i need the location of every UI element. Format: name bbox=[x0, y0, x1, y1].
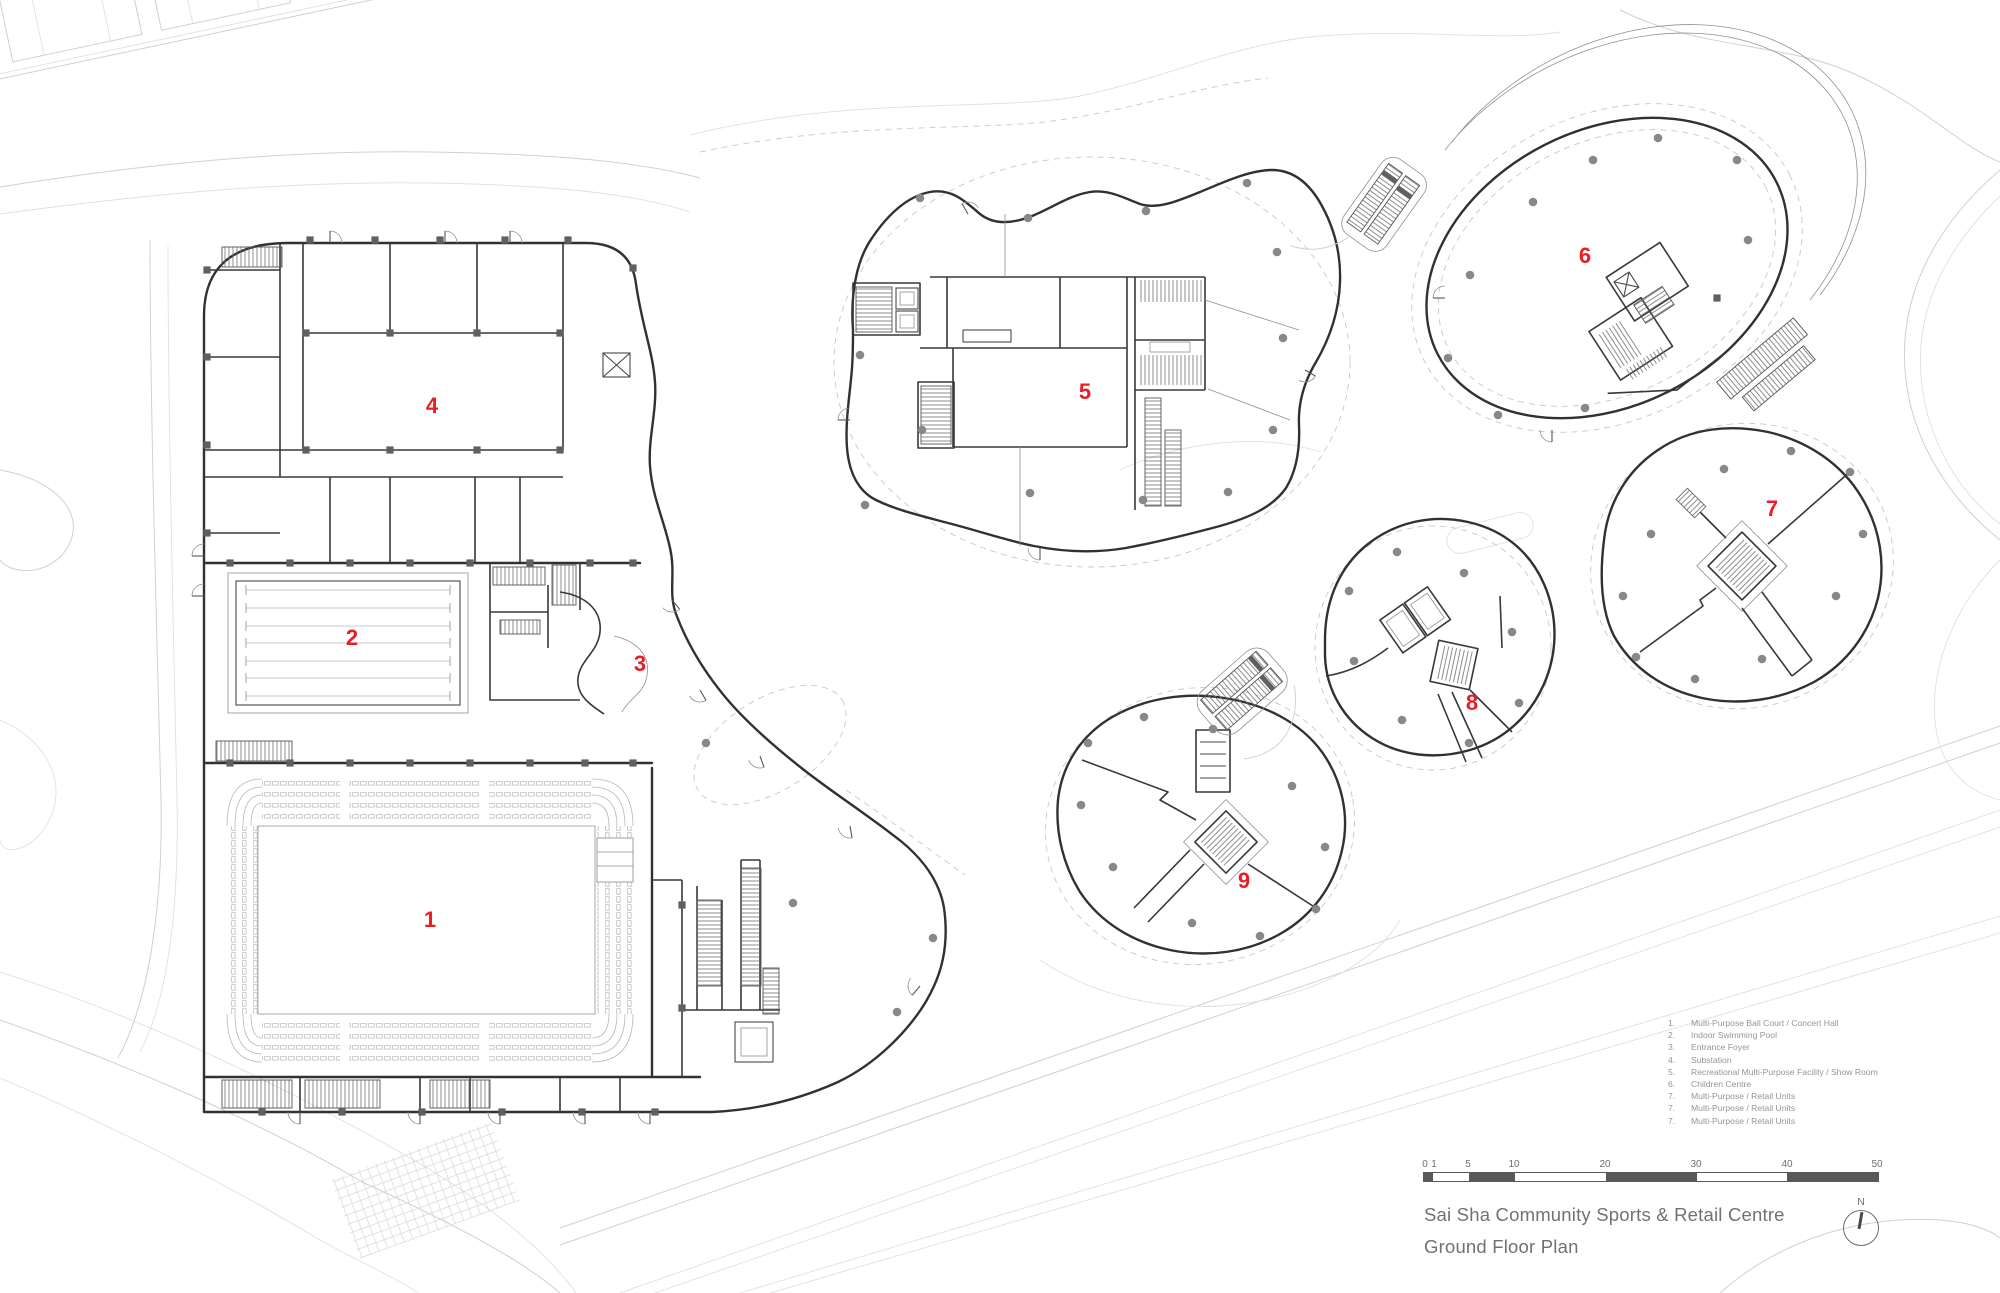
east-wing bbox=[652, 859, 780, 1077]
building-7 bbox=[1600, 427, 1883, 703]
legend-text: Substation bbox=[1691, 1054, 1732, 1065]
north-arrow: N bbox=[1843, 1196, 1879, 1246]
legend-item: 6. Children Centre bbox=[1668, 1078, 1878, 1090]
legend: 1. Multi-Purpose Ball Court / Concert Hal… bbox=[1668, 1017, 1878, 1127]
entrance-foyer-area bbox=[489, 563, 648, 715]
swimming-pool bbox=[202, 561, 642, 714]
legend-num: 1. bbox=[1668, 1018, 1676, 1028]
scale-tick: 40 bbox=[1781, 1159, 1793, 1170]
north-arrow-icon bbox=[1843, 1210, 1879, 1246]
legend-item: 3. Entrance Foyer bbox=[1668, 1041, 1878, 1053]
legend-item: 2. Indoor Swimming Pool bbox=[1668, 1029, 1878, 1041]
plan-label-6: 6 bbox=[1579, 243, 1591, 268]
legend-num: 7. bbox=[1668, 1103, 1676, 1114]
legend-num: 7. bbox=[1668, 1115, 1676, 1126]
scale-bar-segments bbox=[1423, 1172, 1879, 1182]
building-6 bbox=[1425, 24, 1867, 443]
scale-tick-labels: 0 1 5 10 20 30 40 50 bbox=[1422, 1159, 1883, 1172]
substation-area bbox=[204, 243, 631, 563]
main-building bbox=[191, 230, 947, 1125]
legend-item: 7. Multi-Purpose / Retail Units bbox=[1668, 1115, 1878, 1127]
plan-label-1: 1 bbox=[424, 907, 436, 932]
legend-text: Indoor Swimming Pool bbox=[1691, 1030, 1777, 1041]
ball-court bbox=[202, 740, 702, 1079]
legend-num: 5. bbox=[1668, 1066, 1676, 1077]
scale-tick: 30 bbox=[1690, 1159, 1702, 1170]
scale-tick: 50 bbox=[1871, 1159, 1883, 1170]
plan-label-2: 2 bbox=[346, 625, 358, 650]
legend-num: 7. bbox=[1668, 1091, 1676, 1102]
legend-text: Recreational Multi-Purpose Facility / Sh… bbox=[1691, 1066, 1878, 1077]
legend-text: Children Centre bbox=[1691, 1079, 1752, 1090]
scale-bar: 0 1 5 10 20 30 40 50 bbox=[1422, 1159, 1883, 1182]
scale-tick: 20 bbox=[1599, 1159, 1611, 1170]
legend-text: Multi-Purpose / Retail Units bbox=[1691, 1091, 1796, 1102]
legend-item: 5. Recreational Multi-Purpose Facility / … bbox=[1668, 1066, 1878, 1078]
legend-text: Multi-Purpose / Retail Units bbox=[1691, 1103, 1796, 1114]
legend-num: 2. bbox=[1668, 1030, 1676, 1041]
legend-item: 7. Multi-Purpose / Retail Units bbox=[1668, 1090, 1878, 1102]
scale-tick: 5 bbox=[1465, 1159, 1471, 1170]
plan-label-7: 7 bbox=[1766, 496, 1778, 521]
north-needle-icon bbox=[1857, 1211, 1864, 1230]
building-8 bbox=[1323, 517, 1556, 763]
escalator-ramp-south bbox=[1196, 647, 1296, 760]
structural-columns bbox=[203, 236, 938, 1116]
scale-tick: 0 bbox=[1422, 1159, 1428, 1170]
legend-text: Multi-Purpose Ball Court / Concert Hall bbox=[1691, 1018, 1839, 1028]
building-9 bbox=[1056, 647, 1347, 955]
legend-text: Entrance Foyer bbox=[1691, 1042, 1750, 1053]
sheet-subtitle: Ground Floor Plan bbox=[1424, 1236, 1579, 1257]
scale-tick: 10 bbox=[1508, 1159, 1520, 1170]
scale-tick: 1 bbox=[1431, 1159, 1437, 1170]
plan-label-5: 5 bbox=[1079, 379, 1091, 404]
legend-num: 6. bbox=[1668, 1079, 1676, 1090]
building-5 bbox=[837, 168, 1342, 561]
plan-label-8: 8 bbox=[1466, 690, 1478, 715]
sheet-title: Sai Sha Community Sports & Retail Centre bbox=[1424, 1204, 1785, 1225]
plan-labels: 1 2 3 4 5 6 7 8 9 bbox=[346, 243, 1778, 932]
plan-label-9: 9 bbox=[1238, 868, 1250, 893]
legend-num: 3. bbox=[1668, 1042, 1676, 1053]
north-label: N bbox=[1857, 1196, 1865, 1208]
door-swings bbox=[191, 230, 921, 1125]
plan-label-4: 4 bbox=[426, 393, 439, 418]
backstage-rooms bbox=[221, 1077, 621, 1112]
legend-item: 4. Substation bbox=[1668, 1054, 1878, 1066]
legend-num: 4. bbox=[1668, 1054, 1676, 1065]
legend-item: 7. Multi-Purpose / Retail Units bbox=[1668, 1102, 1878, 1114]
plan-label-3: 3 bbox=[634, 651, 646, 676]
tennis-courts bbox=[0, 0, 465, 81]
escalator-ramp-north bbox=[1290, 156, 1427, 252]
legend-item: 1. Multi-Purpose Ball Court / Concert Hal… bbox=[1668, 1017, 1878, 1029]
legend-text: Multi-Purpose / Retail Units bbox=[1691, 1115, 1796, 1126]
title-block: Sai Sha Community Sports & Retail Centre… bbox=[1424, 1199, 1785, 1263]
